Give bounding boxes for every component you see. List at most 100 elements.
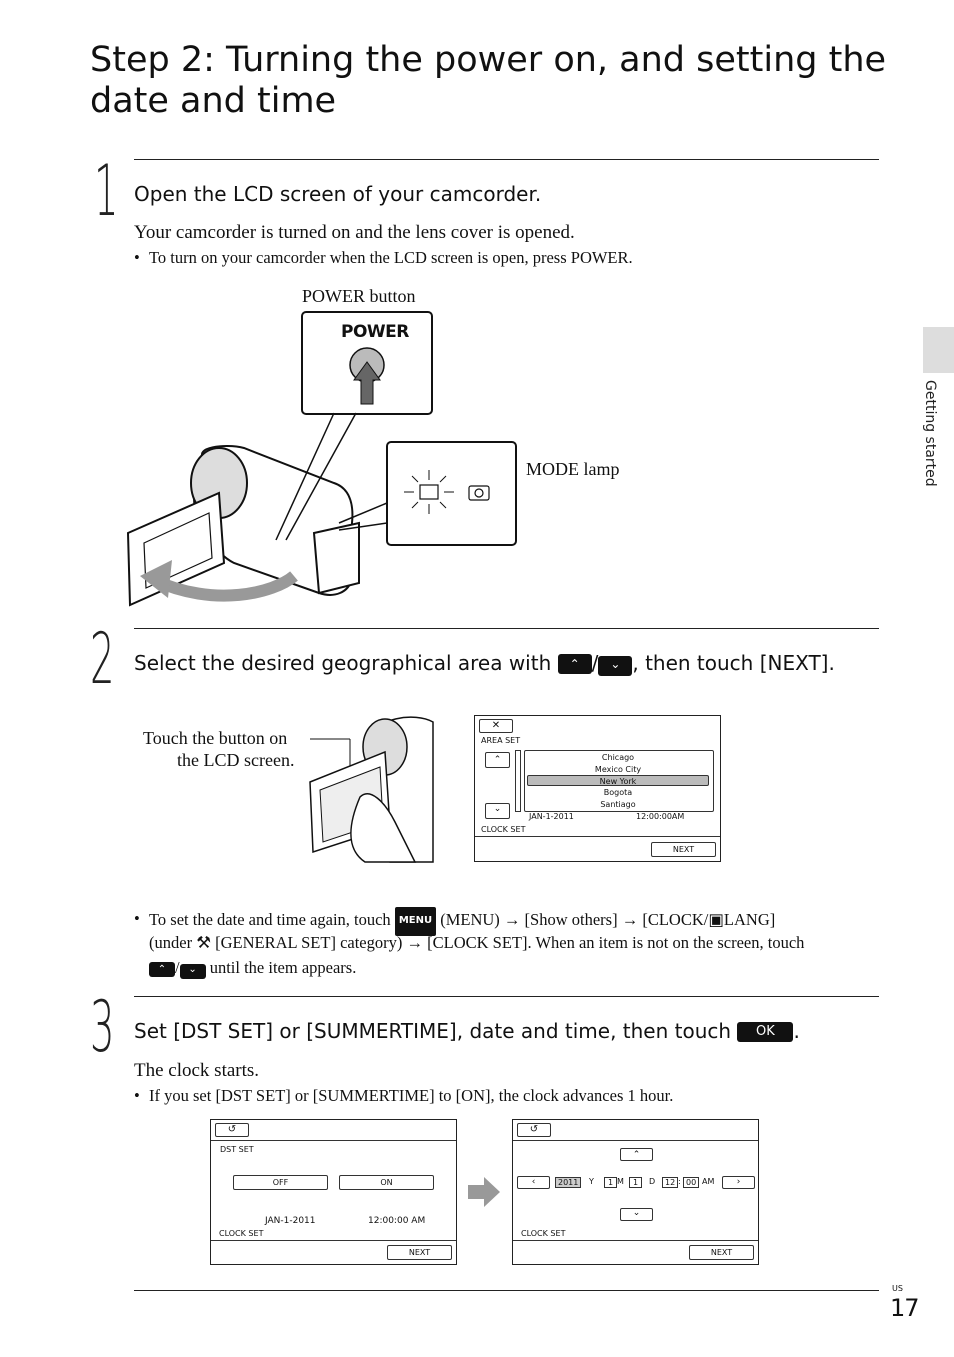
on-button[interactable]: ON [339, 1175, 434, 1190]
lcd-divider [513, 1240, 758, 1241]
bullet-text: [GENERAL SET] category) [215, 933, 403, 952]
bullet-text: (MENU) [440, 910, 500, 929]
ampm-field[interactable]: AM [702, 1177, 715, 1186]
page-number: 17 [890, 1294, 920, 1322]
page-title: Step 2: Turning the power on, and settin… [90, 40, 887, 121]
city-item[interactable]: Chicago [601, 753, 635, 762]
wrench-icon: ⚒ [196, 933, 211, 952]
dst-set-screen: ↺ DST SET OFF ON JAN-1-2011 12:00:00 AM … [210, 1119, 457, 1265]
language-icon: ▣ [708, 910, 724, 929]
step2-heading: Select the desired geographical area wit… [134, 651, 835, 676]
power-key-label: POWER [341, 322, 409, 342]
power-button-label: POWER button [302, 286, 416, 306]
step2-heading-before: Select the desired geographical area wit… [134, 651, 552, 675]
arrow-right-icon: → [503, 910, 521, 929]
clock-set-label: CLOCK SET [219, 1229, 264, 1238]
city-item[interactable]: Mexico City [594, 764, 642, 774]
next-button[interactable]: NEXT [651, 842, 716, 857]
chevron-up-icon[interactable]: ⌃ [620, 1148, 653, 1161]
step1-body: Your camcorder is turned on and the lens… [134, 222, 575, 243]
step2-bullet: • To set the date and time again, touch … [134, 907, 879, 982]
bullet-text: [CLOCK SET]. When an item is not on the … [427, 933, 805, 952]
clock-set-label: CLOCK SET [521, 1229, 566, 1238]
chevron-down-icon: ⌄ [179, 964, 206, 979]
close-button[interactable]: ✕ [479, 719, 513, 733]
hand-touch-illustration [309, 716, 434, 863]
chevron-up-icon: ⌃ [149, 962, 175, 977]
off-button[interactable]: OFF [233, 1175, 328, 1190]
touch-label-line1: Touch the button on [143, 728, 288, 748]
menu-icon: MENU [394, 907, 437, 936]
step2-number: 2 [90, 618, 115, 700]
bullet-dot: • [134, 1086, 140, 1105]
step1-rule [134, 159, 879, 160]
next-button[interactable]: NEXT [689, 1245, 754, 1260]
step2-bullet-line2: (under ⚒ [GENERAL SET] category) → [CLOC… [149, 931, 804, 956]
chevron-down-icon[interactable]: ⌄ [485, 803, 510, 819]
year-field[interactable]: 2011 [555, 1177, 582, 1188]
area-set-title: AREA SET [481, 736, 521, 745]
lcd-date: JAN-1-2011 [265, 1216, 316, 1226]
arrow-right-icon: → [621, 910, 639, 929]
clock-set-label: CLOCK SET [481, 825, 526, 834]
city-item-selected[interactable]: New York [527, 775, 709, 787]
step2-rule [134, 628, 879, 629]
back-button[interactable]: ↺ [517, 1123, 551, 1137]
lcd-time: 12:00:00AM [636, 812, 685, 821]
minute-field[interactable]: 00 [683, 1177, 700, 1188]
arrow-right-icon: → [406, 933, 424, 952]
chevron-down-icon[interactable]: ⌄ [620, 1208, 653, 1221]
chevron-right-icon[interactable]: › [722, 1176, 755, 1189]
bullet-dot: • [134, 248, 140, 267]
lcd-time: 12:00:00 AM [368, 1216, 426, 1226]
bullet-text: LANG] [723, 910, 776, 929]
step2-bullet-line3: ⌃/⌄ until the item appears. [149, 956, 356, 981]
step3-heading: Set [DST SET] or [SUMMERTIME], date and … [134, 1019, 800, 1043]
mode-lamp-label: MODE lamp [526, 459, 620, 479]
bullet-text: [Show others] [524, 910, 618, 929]
ok-button-icon: OK [737, 1022, 794, 1042]
heading-period: . [793, 1019, 800, 1043]
city-item[interactable]: Bogota [603, 788, 633, 798]
chevron-down-icon: ⌄ [598, 656, 633, 676]
step3-body: The clock starts. [134, 1060, 260, 1081]
step1-number: 1 [94, 150, 119, 232]
lcd-divider [211, 1140, 456, 1141]
day-unit: D [649, 1177, 656, 1186]
lcd-divider [475, 836, 720, 837]
bullet-text: To set the date and time again, touch [149, 910, 391, 929]
bullet-text: (under [149, 933, 193, 952]
next-button[interactable]: NEXT [387, 1245, 452, 1260]
page-region: US [892, 1284, 903, 1293]
chevron-left-icon[interactable]: ‹ [517, 1176, 550, 1189]
month-field[interactable]: 1 [604, 1177, 618, 1188]
touch-label-line2: the LCD screen. [177, 750, 295, 770]
chevron-up-icon: ⌃ [557, 654, 592, 674]
bullet-dot: • [134, 909, 140, 928]
date-time-screen: ↺ ⌃ ‹ 2011 Y 1 M 1 D 12 : 00 AM › ⌄ CLOC… [512, 1119, 759, 1265]
footer-rule [134, 1290, 879, 1291]
city-item[interactable]: Santiago [600, 799, 636, 809]
day-field[interactable]: 1 [629, 1177, 643, 1188]
step1-heading: Open the LCD screen of your camcorder. [134, 182, 542, 206]
heading-separator: / [591, 651, 599, 675]
camcorder-illustration [126, 311, 517, 607]
step2-heading-after: , then touch [NEXT]. [632, 651, 835, 675]
lcd-divider [513, 1140, 758, 1141]
scrollbar[interactable] [515, 750, 521, 812]
step3-bullet-text: If you set [DST SET] or [SUMMERTIME] to … [149, 1086, 674, 1105]
hour-field[interactable]: 12 [662, 1177, 679, 1188]
chevron-up-icon[interactable]: ⌃ [485, 752, 510, 768]
time-colon: : [678, 1177, 681, 1186]
lcd-divider [211, 1240, 456, 1241]
month-unit: M [617, 1177, 624, 1186]
step1-bullet-text: To turn on your camcorder when the LCD s… [149, 248, 633, 267]
bullet-separator: / [175, 958, 180, 977]
lcd-date: JAN-1-2011 [529, 812, 574, 821]
year-unit: Y [589, 1177, 594, 1186]
back-button[interactable]: ↺ [215, 1123, 249, 1137]
step3-number: 3 [90, 986, 115, 1068]
bullet-text: until the item appears. [209, 958, 357, 977]
